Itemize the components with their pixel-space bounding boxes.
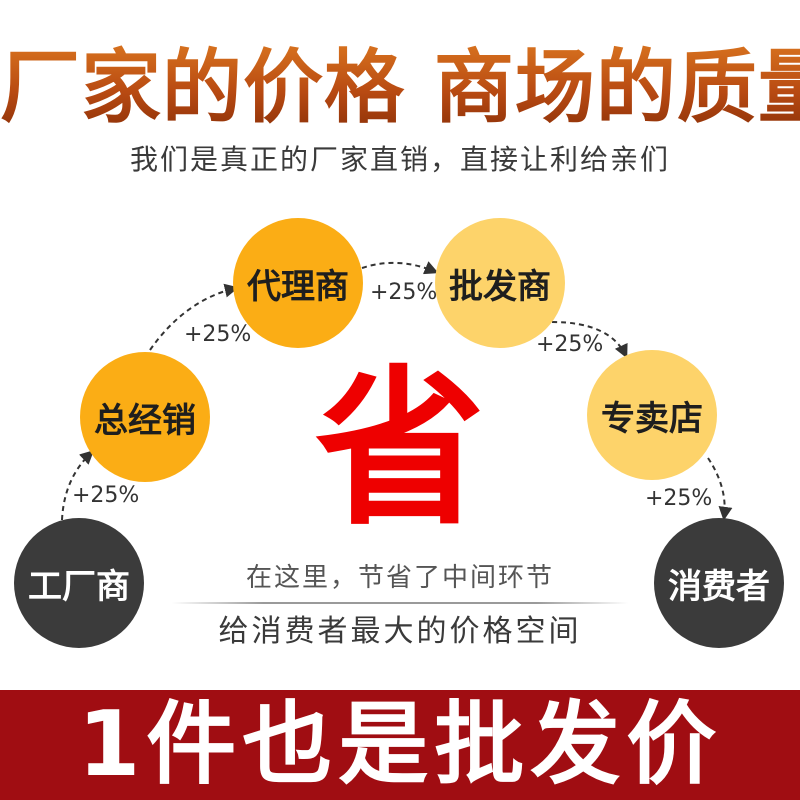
headline-part-1: 厂家的价格 bbox=[0, 41, 405, 134]
node-distributor: 总经销 bbox=[80, 352, 210, 482]
arrow-distributor-to-agent bbox=[149, 283, 239, 351]
node-wholesaler-label: 批发商 bbox=[449, 266, 551, 307]
node-consumer-label: 消费者 bbox=[668, 566, 770, 607]
node-factory-label: 工厂商 bbox=[28, 566, 130, 607]
headline: 厂家的价格 商场的质量 bbox=[0, 38, 800, 138]
note-line-2: 给消费者最大的价格空间 bbox=[218, 614, 582, 649]
markup-label-2: +25% bbox=[184, 322, 252, 347]
node-distributor-label: 总经销 bbox=[94, 400, 196, 441]
node-agent: 代理商 bbox=[233, 218, 363, 348]
node-store: 专卖店 bbox=[587, 350, 717, 480]
note-line-1: 在这里，节省了中间环节 bbox=[245, 563, 554, 593]
node-factory: 工厂商 bbox=[14, 518, 144, 648]
arrow-wholesaler-to-store bbox=[551, 321, 628, 359]
arrow-agent-to-wholesaler bbox=[361, 261, 439, 275]
node-consumer: 消费者 bbox=[654, 518, 784, 648]
node-store-label: 专卖店 bbox=[601, 398, 703, 439]
markup-label-3: +25% bbox=[370, 280, 438, 305]
node-agent-label: 代理商 bbox=[247, 266, 349, 307]
markup-label-1: +25% bbox=[72, 483, 140, 508]
arrow-store-to-consumer bbox=[707, 457, 733, 521]
subheadline: 我们是真正的厂家直销，直接让利给亲们 bbox=[129, 143, 670, 176]
headline-part-2: 商场的质量 bbox=[434, 41, 800, 134]
node-wholesaler: 批发商 bbox=[435, 218, 565, 348]
bottom-banner bbox=[0, 690, 800, 800]
arrow-factory-to-distributor bbox=[61, 450, 95, 521]
save-character: 省 bbox=[314, 351, 485, 549]
markup-label-4: +25% bbox=[536, 332, 604, 357]
markup-label-5: +25% bbox=[645, 486, 713, 511]
divider bbox=[172, 602, 628, 604]
banner-text: 1件也是批发价 bbox=[77, 692, 723, 797]
